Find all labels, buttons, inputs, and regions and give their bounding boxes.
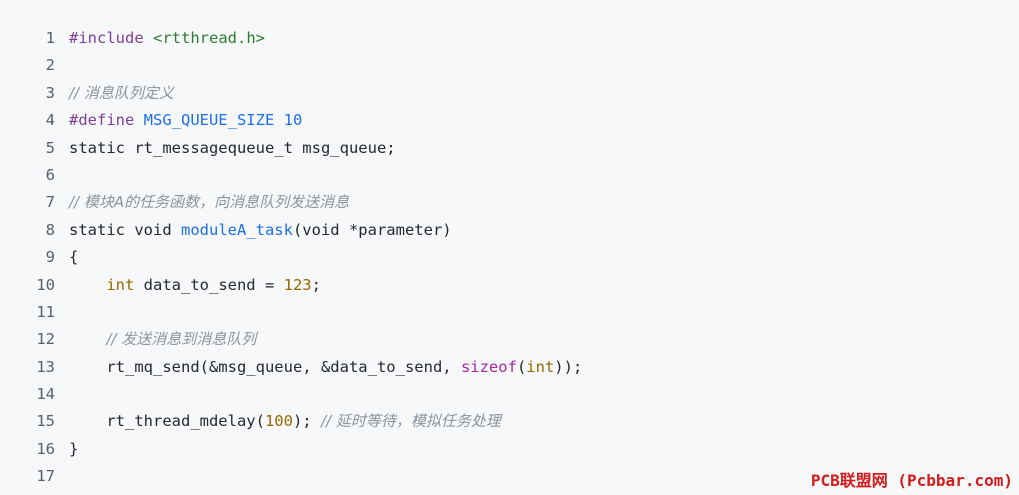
line-content: [55, 381, 1019, 408]
code-token: (void *parameter): [292, 220, 452, 239]
line-content: }: [55, 436, 1019, 463]
code-line: 12 // 发送消息到消息队列: [0, 326, 1019, 353]
line-content: rt_thread_mdelay(100); // 延时等待，模拟任务处理: [55, 408, 1019, 435]
code-token: [69, 276, 106, 294]
code-token: [69, 330, 106, 348]
code-token: 123: [283, 275, 312, 294]
code-token: rt_thread_mdelay(: [69, 412, 265, 431]
line-content: [55, 52, 1019, 79]
line-number: 8: [45, 220, 55, 239]
code-token: }: [69, 439, 79, 458]
line-number: 15: [36, 412, 55, 431]
code-token: // 消息队列定义: [69, 83, 174, 102]
code-token: // 模块A的任务函数，向消息队列发送消息: [69, 193, 350, 212]
line-number: 2: [45, 56, 55, 75]
watermark-text: PCB联盟网 (Pcbbar.com): [810, 471, 1013, 490]
code-line: 6: [0, 162, 1019, 189]
line-number: 14: [36, 385, 55, 404]
code-line: 1#include <rtthread.h>: [0, 25, 1019, 52]
code-token: #include: [69, 29, 153, 47]
code-line: 16}: [0, 436, 1019, 463]
code-token: 100: [264, 412, 293, 431]
line-number: 16: [36, 439, 55, 458]
line-number: 4: [45, 111, 55, 130]
code-token: );: [292, 412, 321, 431]
code-token: static rt_messagequeue_t msg_queue;: [69, 138, 396, 157]
line-content: static rt_messagequeue_t msg_queue;: [55, 135, 1019, 162]
code-line: 2: [0, 52, 1019, 79]
line-number: 11: [36, 302, 55, 321]
code-token: // 延时等待，模拟任务处理: [320, 412, 501, 431]
code-token: {: [69, 248, 79, 267]
line-number: 1: [45, 29, 55, 47]
code-token: MSG_QUEUE_SIZE 10: [143, 111, 303, 130]
line-content: [55, 162, 1019, 189]
line-content: // 发送消息到消息队列: [55, 326, 1019, 353]
code-token: <rtthread.h>: [153, 29, 265, 47]
code-token: (: [516, 357, 527, 376]
code-token: int: [106, 275, 135, 294]
line-number: 10: [36, 275, 55, 294]
code-line: 4#define MSG_QUEUE_SIZE 10: [0, 107, 1019, 134]
line-content: [55, 299, 1019, 326]
code-line: 5 static rt_messagequeue_t msg_queue;: [0, 135, 1019, 162]
line-content: int data_to_send = 123;: [55, 272, 1019, 299]
code-token: ;: [311, 275, 321, 294]
code-token: int: [526, 357, 555, 376]
line-number: 12: [36, 330, 55, 349]
code-token: // 发送消息到消息队列: [106, 330, 257, 349]
code-token: data_to_send =: [134, 275, 284, 294]
line-content: #define MSG_QUEUE_SIZE 10: [55, 107, 1019, 134]
line-number: 9: [45, 248, 55, 267]
code-token: #define: [69, 111, 144, 130]
line-number: 17: [36, 467, 55, 486]
code-token: sizeof: [460, 357, 517, 376]
line-number: 7: [45, 193, 55, 212]
code-line: 13 rt_mq_send(&msg_queue, &data_to_send,…: [0, 354, 1019, 381]
line-content: {: [55, 244, 1019, 271]
code-line: 14: [0, 381, 1019, 408]
line-number: 3: [45, 83, 55, 102]
code-line: 11: [0, 299, 1019, 326]
code-line: 7 // 模块A的任务函数，向消息队列发送消息: [0, 189, 1019, 216]
line-number: 5: [45, 138, 55, 157]
line-number: 13: [36, 357, 55, 376]
code-token: ));: [554, 357, 583, 376]
code-token: moduleA_task: [180, 220, 293, 239]
line-content: rt_mq_send(&msg_queue, &data_to_send, si…: [55, 354, 1019, 381]
line-number: 6: [45, 165, 55, 184]
code-token: rt_mq_send(&msg_queue, &data_to_send,: [69, 357, 461, 376]
line-content: #include <rtthread.h>: [55, 25, 1019, 52]
line-content: // 消息队列定义: [55, 80, 1019, 107]
line-content: // 模块A的任务函数，向消息队列发送消息: [55, 189, 1019, 216]
code-line: 3 // 消息队列定义: [0, 80, 1019, 107]
line-content: static void moduleA_task(void *parameter…: [55, 217, 1019, 244]
code-line: 17: [0, 463, 1019, 490]
code-token: static void: [69, 220, 181, 239]
code-line: 10 int data_to_send = 123;: [0, 272, 1019, 299]
code-line: 9{: [0, 244, 1019, 271]
code-line: 15 rt_thread_mdelay(100); // 延时等待，模拟任务处理: [0, 408, 1019, 435]
